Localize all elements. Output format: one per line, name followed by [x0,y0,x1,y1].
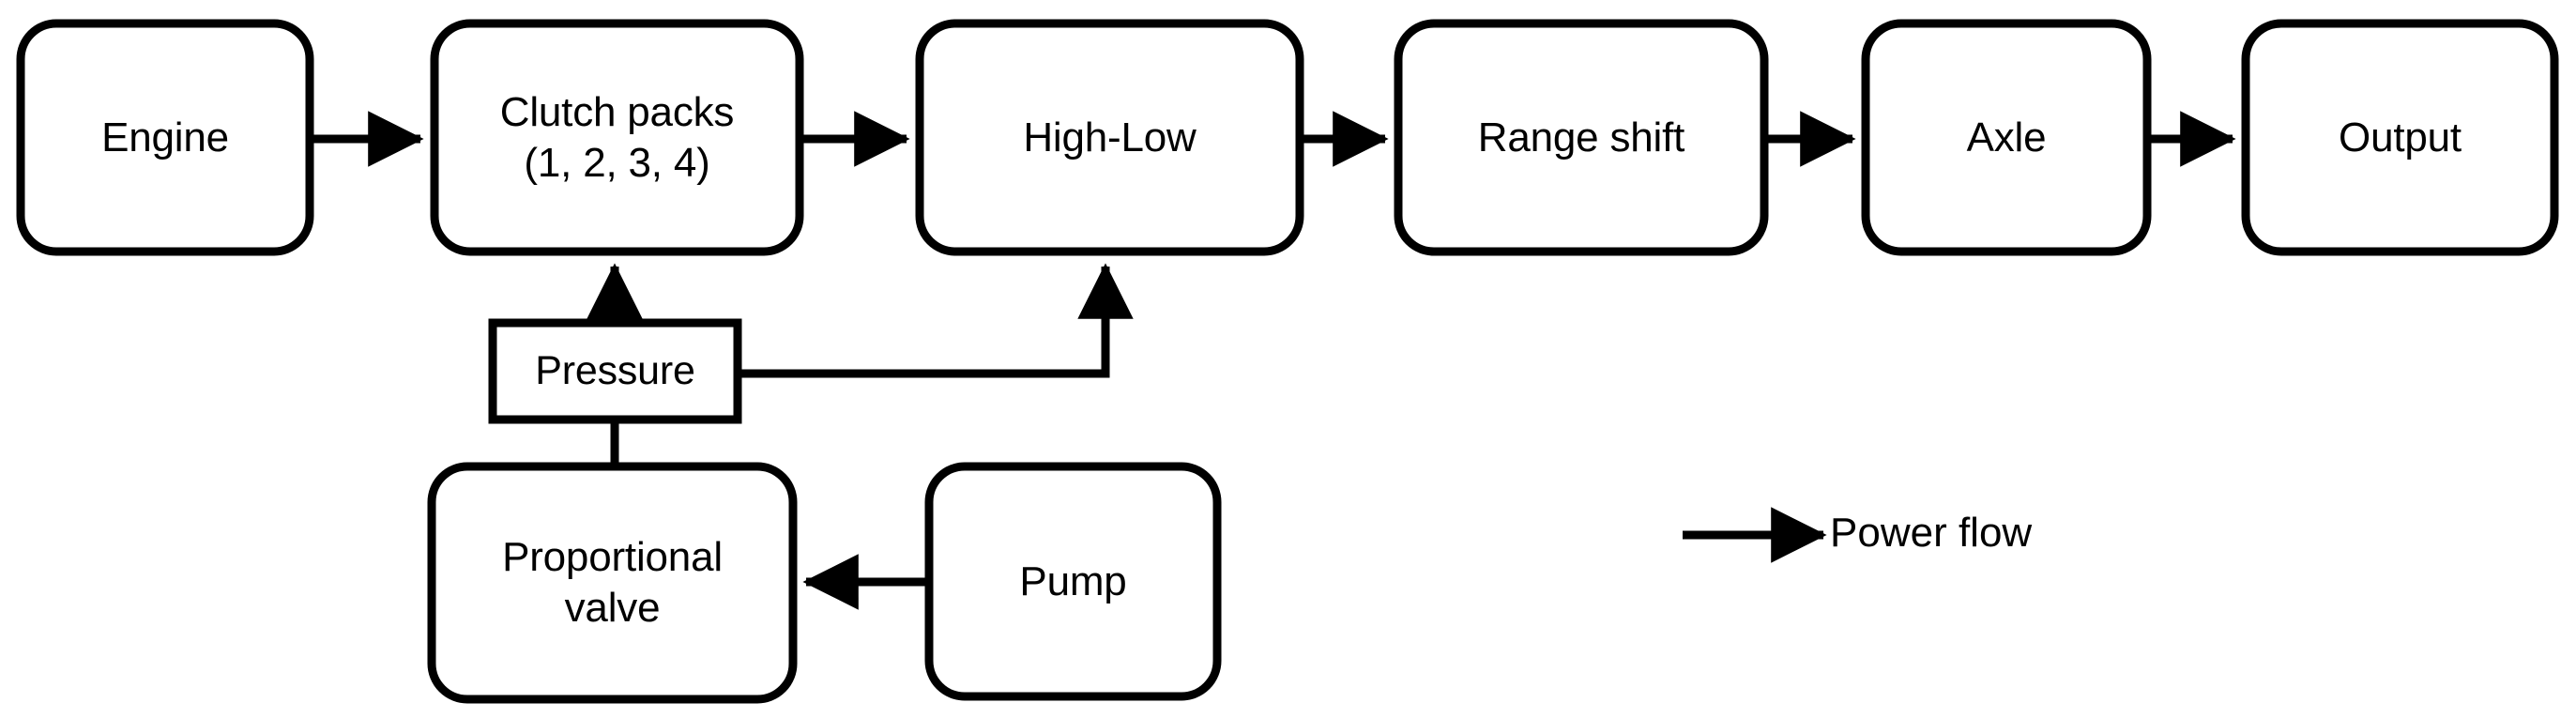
node-clutch-packs-shape[interactable] [430,19,804,256]
node-shapes [16,19,2559,704]
node-high-low-shape[interactable] [915,19,1304,256]
node-pump-shape[interactable] [924,462,1222,701]
node-output-shape[interactable] [2241,19,2559,256]
node-range-shift-shape[interactable] [1394,19,1769,256]
edge-pressure-to-high-low [738,263,1134,378]
node-proportional-valve-shape[interactable] [427,462,798,704]
node-engine-shape[interactable] [16,19,314,256]
node-pressure-shape[interactable] [488,318,742,424]
node-axle-shape[interactable] [1861,19,2152,256]
